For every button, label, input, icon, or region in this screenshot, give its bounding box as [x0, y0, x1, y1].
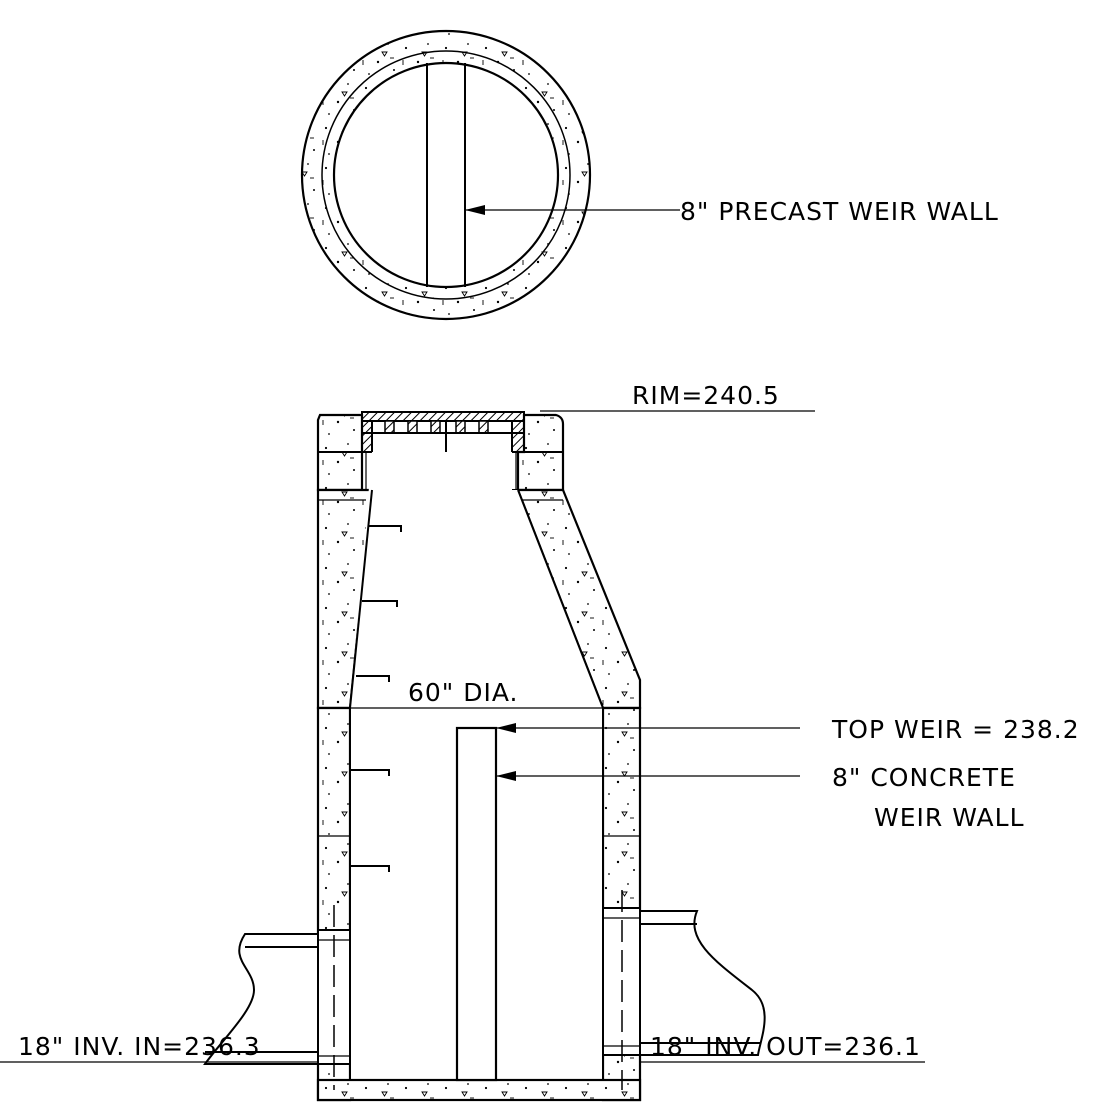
concrete-weir-wall	[455, 726, 498, 1082]
grate-bar-3	[430, 420, 441, 434]
frame-and-grate	[355, 411, 529, 453]
base-slab	[316, 1078, 642, 1102]
plan-wall-mid-line	[321, 50, 571, 300]
ladder-rung-2	[362, 600, 398, 607]
diameter-label: 60" DIA.	[408, 678, 519, 707]
inlet-pipe	[203, 905, 351, 1090]
inv-in-label: 18" INV. IN=236.3	[18, 1032, 261, 1061]
ladder-rungs	[350, 525, 402, 872]
ladder-rung-5	[350, 865, 390, 872]
concrete-weir-label-2: WEIR WALL	[874, 803, 1025, 832]
inv-out-label: 18" INV. OUT=236.1	[650, 1032, 921, 1061]
outlet-pipe	[602, 890, 766, 1090]
grate-bar-2	[407, 420, 418, 434]
rim-label: RIM=240.5	[632, 381, 780, 410]
grate-bar-5	[478, 420, 489, 434]
outlet-pipe-body	[639, 910, 766, 1056]
ladder-rung-4	[350, 769, 390, 776]
plan-inner-opening	[332, 61, 560, 289]
plan-weir-label: 8" PRECAST WEIR WALL	[680, 197, 999, 226]
plan-view: 8" PRECAST WEIR WALL	[300, 29, 999, 321]
section-view: RIM=240.5	[0, 381, 1080, 1102]
ladder-rung-3	[356, 675, 390, 682]
concrete-weir-label-1: 8" CONCRETE	[832, 763, 1016, 792]
grate-top	[361, 411, 525, 422]
top-weir-label: TOP WEIR = 238.2	[831, 715, 1080, 744]
ladder-rung-1	[368, 525, 402, 532]
grate-bar-1	[384, 420, 395, 434]
grate-bar-4	[455, 420, 466, 434]
